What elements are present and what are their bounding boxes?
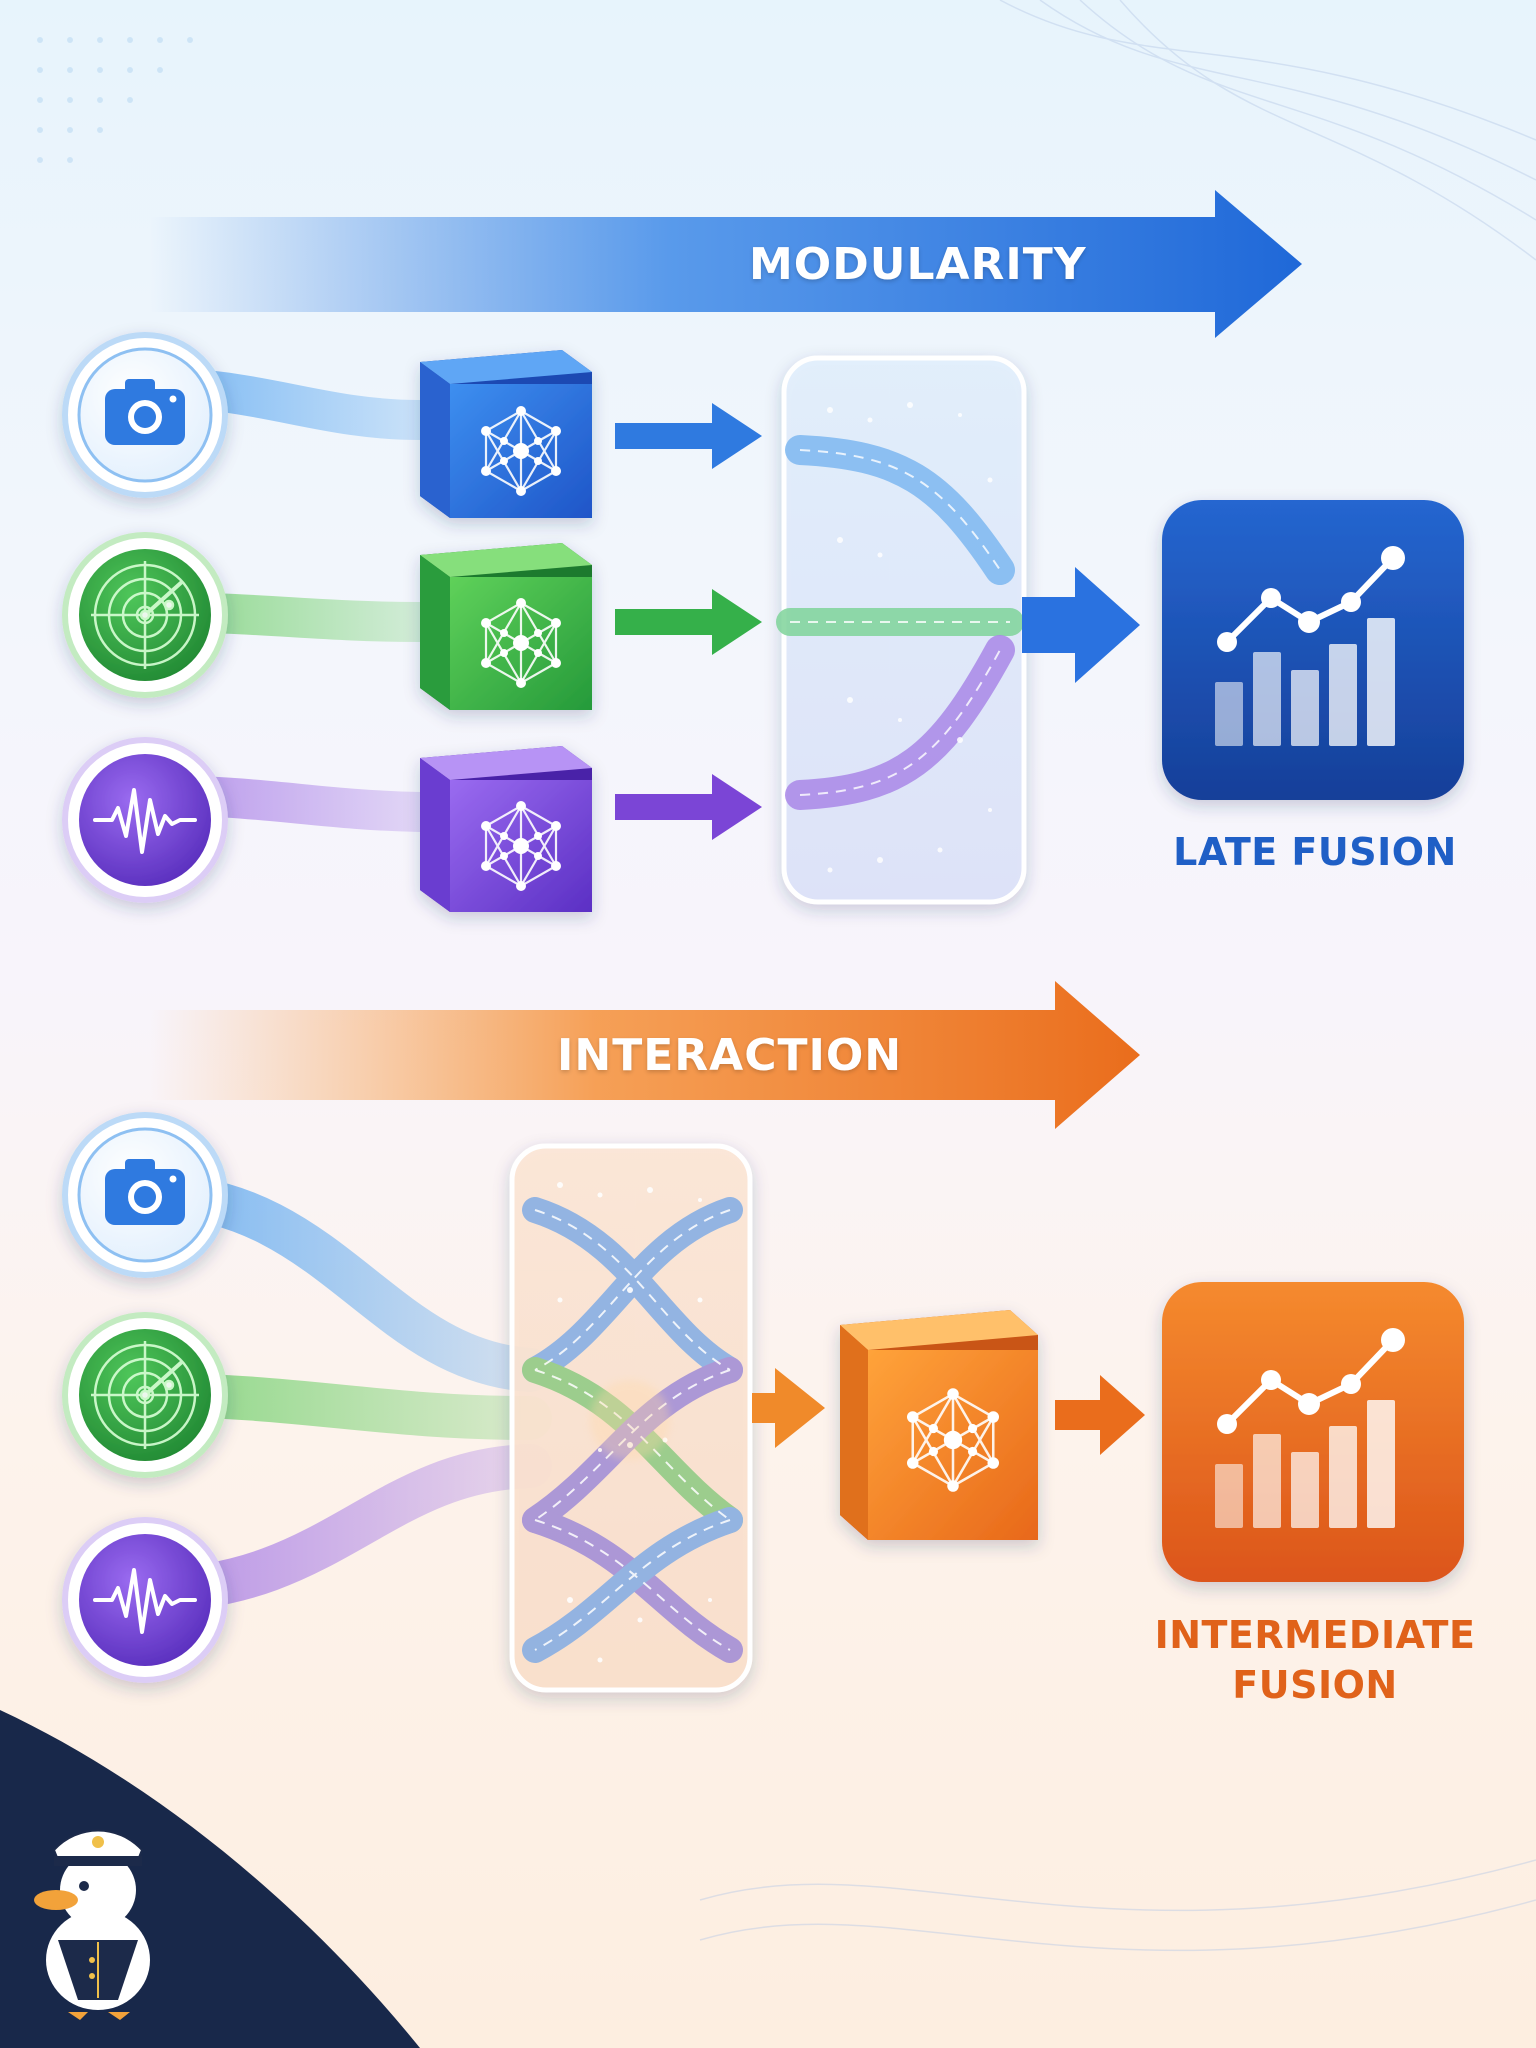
radar-icon: [91, 1341, 199, 1449]
intermediate-fusion-label: INTERMEDIATE FUSION: [1140, 1610, 1490, 1710]
encoder-cube-waveform: [420, 746, 592, 912]
late-fusion-label: LATE FUSION: [1173, 830, 1457, 874]
duck-captain-icon: [34, 1829, 150, 2020]
arrow-radar-to-fusion: [615, 589, 762, 655]
intermediate-fusion-output-tile: [1162, 1282, 1464, 1582]
background-wave-lines: [699, 0, 1536, 1952]
intermediate-fusion-label-line1: INTERMEDIATE: [1154, 1613, 1476, 1657]
arrow-waveform-to-fusion: [615, 774, 762, 840]
interaction-banner-label: INTERACTION: [557, 1030, 903, 1081]
background-decoration: [37, 37, 193, 163]
modularity-banner-arrow: [150, 190, 1302, 338]
late-fusion-output-tile: [1162, 500, 1464, 800]
camera-icon: [105, 379, 185, 445]
encoder-cube-camera: [420, 350, 592, 518]
late-fusion-stream-blue: [785, 435, 1015, 585]
arrow-fusion-to-encoder: [752, 1368, 825, 1448]
camera-icon: [105, 1159, 185, 1225]
radar-icon: [91, 561, 199, 669]
intermediate-fusion-label-line2: FUSION: [1232, 1663, 1398, 1707]
waveform-icon: [93, 1568, 197, 1634]
encoder-cube-radar: [420, 543, 592, 710]
encoder-cube-joint: [840, 1310, 1038, 1540]
arrow-to-late-fusion: [1022, 567, 1140, 683]
particle-dots: [827, 402, 993, 873]
particle-dots: [557, 1182, 712, 1663]
modularity-banner-label: MODULARITY: [749, 239, 1087, 290]
interaction-banner-arrow: [150, 981, 1140, 1129]
waveform-icon: [93, 788, 197, 854]
arrow-camera-to-fusion: [615, 403, 762, 469]
arrow-encoder-to-output: [1055, 1375, 1145, 1455]
